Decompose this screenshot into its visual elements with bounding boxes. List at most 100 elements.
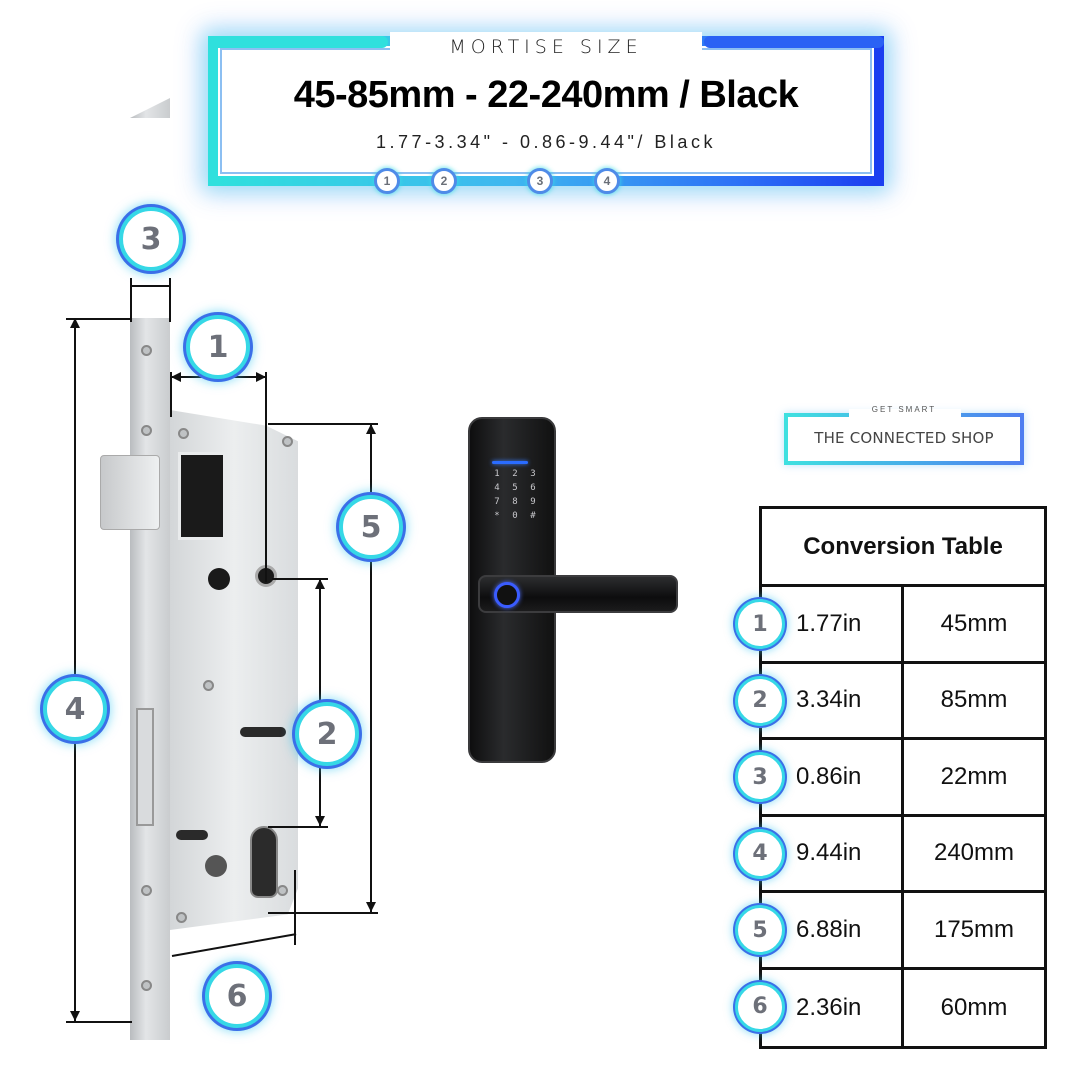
dim-line	[171, 933, 297, 957]
key: 5	[512, 483, 518, 493]
table-row: 5 6.88in 175mm	[735, 893, 1044, 970]
keypad: 1 2 3 4 5 6 7 8 9 * 0 #	[488, 469, 542, 521]
dim-line	[132, 285, 169, 287]
dim-line	[265, 372, 267, 582]
row-marker: 3	[735, 752, 785, 802]
screw	[282, 436, 293, 447]
row-marker: 6	[735, 981, 785, 1032]
screw	[141, 425, 152, 436]
header-markers: 1 2 3 4	[0, 168, 1080, 198]
faceplate-top	[130, 98, 170, 118]
arrow-right	[256, 372, 266, 382]
dim-line	[66, 318, 132, 320]
key: #	[530, 511, 536, 521]
header-subtitle: 1.77-3.34" - 0.86-9.44"/ Black	[376, 132, 716, 152]
header-marker-4: 4	[594, 168, 620, 194]
slot	[240, 727, 286, 737]
hole	[208, 568, 230, 590]
screw	[141, 345, 152, 356]
cylinder-keyhole	[250, 826, 278, 898]
table-row: 6 2.36in 60mm	[735, 969, 1044, 1046]
brand-frame	[784, 413, 1024, 465]
header-inner	[222, 50, 870, 172]
screw	[141, 980, 152, 991]
key: 9	[530, 497, 536, 507]
header-frame-gap	[390, 32, 702, 52]
latch-bolt	[100, 455, 160, 530]
table-row: 4 9.44in 240mm	[735, 816, 1044, 893]
inches-cell: 9.44in	[762, 816, 904, 890]
arrow-up	[315, 579, 325, 589]
mm-cell: 60mm	[940, 993, 1008, 1021]
key: 7	[494, 497, 500, 507]
status-led	[492, 461, 528, 464]
screw	[141, 885, 152, 896]
arrow-left	[171, 372, 181, 382]
dim-line	[294, 870, 296, 945]
dim-line	[268, 912, 378, 914]
brand-frame-gap	[849, 409, 961, 419]
screw	[203, 680, 214, 691]
row-marker: 4	[735, 828, 785, 879]
dim-line	[66, 1021, 132, 1023]
hole	[205, 855, 227, 877]
key: *	[494, 511, 500, 521]
screw	[178, 428, 189, 439]
inches-cell: 0.86in	[762, 740, 904, 814]
dimension-badge-2: 2	[295, 702, 359, 766]
key: 1	[494, 469, 500, 479]
key: 2	[512, 469, 518, 479]
dim-line	[130, 278, 132, 322]
mm-cell: 85mm	[940, 686, 1008, 714]
dimension-badge-6: 6	[205, 964, 269, 1028]
arrow-down	[366, 902, 376, 912]
arrow-down	[315, 816, 325, 826]
mm-cell: 22mm	[940, 762, 1008, 790]
brand-name: THE CONNECTED SHOP	[814, 429, 994, 447]
mm-cell: 175mm	[933, 915, 1015, 943]
mm-cell: 240mm	[933, 839, 1015, 867]
table-row: 3 0.86in 22mm	[735, 740, 1044, 817]
screw	[277, 885, 288, 896]
mortise-size-header: MORTISE SIZE 45-85mm - 22-240mm / Black …	[208, 32, 884, 186]
faceplate-slot	[136, 708, 154, 826]
arrow-up	[70, 318, 80, 328]
dimension-badge-4: 4	[43, 677, 107, 741]
table-row: 1 1.77in 45mm	[735, 587, 1044, 664]
inches-cell: 6.88in	[762, 893, 904, 967]
brand-kicker: GET SMART	[871, 405, 937, 414]
header-marker-3: 3	[527, 168, 553, 194]
header-kicker: MORTISE SIZE	[449, 36, 643, 58]
dimension-badge-3: 3	[119, 207, 183, 271]
table-title: Conversion Table	[762, 509, 1044, 587]
header-frame-cap-right	[704, 36, 884, 48]
row-marker: 5	[735, 905, 785, 955]
key: 8	[512, 497, 518, 507]
conversion-table: Conversion Table 1 1.77in 45mm 2 3.34in …	[735, 506, 1047, 1049]
dim-line	[268, 826, 328, 828]
fingerprint-sensor-icon	[494, 582, 520, 608]
dim-line	[268, 423, 378, 425]
inches-cell: 3.34in	[762, 663, 904, 737]
table-row: 2 3.34in 85mm	[735, 663, 1044, 740]
arrow-up	[366, 424, 376, 434]
dim-line	[74, 318, 76, 1022]
inches-cell: 2.36in	[762, 969, 904, 1046]
header-title: 45-85mm - 22-240mm / Black	[293, 74, 799, 116]
key: 6	[530, 483, 536, 493]
row-marker: 2	[735, 675, 785, 726]
dimension-badge-5: 5	[339, 495, 403, 559]
brand-logo: GET SMART THE CONNECTED SHOP	[784, 405, 1024, 465]
slot	[176, 830, 208, 840]
row-marker: 1	[735, 599, 785, 649]
key: 0	[512, 511, 518, 521]
key: 3	[530, 469, 536, 479]
header-marker-2: 2	[431, 168, 457, 194]
mm-cell: 45mm	[940, 609, 1008, 637]
dimension-badge-1: 1	[186, 315, 250, 379]
key: 4	[494, 483, 500, 493]
header-frame-cap-left	[208, 36, 388, 48]
screw	[176, 912, 187, 923]
arrow-down	[70, 1011, 80, 1021]
header-marker-1: 1	[374, 168, 400, 194]
